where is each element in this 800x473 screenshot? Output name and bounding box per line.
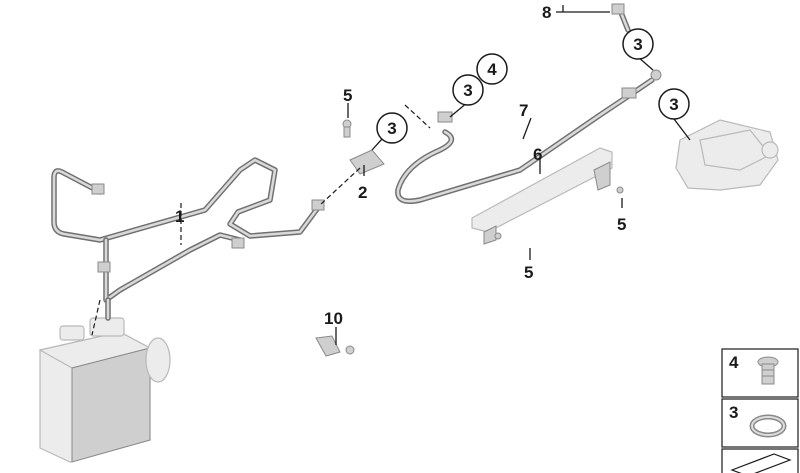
screw-icon: [757, 356, 779, 385]
brake-hose-part-7: [395, 69, 662, 204]
svg-text:3: 3: [633, 35, 642, 54]
arrow-sign-icon: [730, 453, 792, 473]
callout-4: 4: [476, 53, 508, 85]
hose-bracket-part-6: [471, 147, 624, 245]
callout-3-right: 3: [658, 88, 690, 120]
label-part-8: 8: [542, 3, 551, 22]
label-part-5-right: 5: [617, 215, 626, 234]
svg-text:4: 4: [487, 60, 497, 79]
callout-3-top-right: 3: [622, 28, 654, 60]
top-fitting: [611, 3, 631, 33]
brake-caliper: [675, 119, 779, 191]
svg-text:3: 3: [669, 95, 678, 114]
legend-item-4-label: 4: [729, 353, 739, 372]
callout-circles: 3 3 4 3 3: [376, 28, 690, 144]
sealing-ring-icon: [749, 414, 787, 438]
legend-panel: 4 3: [721, 348, 799, 473]
abs-hydraulic-unit: [38, 317, 171, 463]
label-part-5-bottom: 5: [524, 263, 533, 282]
label-part-2: 2: [358, 183, 367, 202]
callout-3-center: 3: [376, 112, 408, 144]
brake-pipes: [51, 157, 325, 321]
clip-part-10: [315, 335, 355, 357]
legend-item-3-label: 3: [729, 403, 738, 422]
legend-item-4-box: [721, 348, 799, 398]
label-part-7: 7: [519, 101, 528, 120]
callout-3-upper: 3: [452, 74, 484, 106]
label-part-6: 6: [533, 145, 542, 164]
label-part-10: 10: [324, 309, 343, 328]
svg-text:3: 3: [387, 119, 396, 138]
label-part-5-top: 5: [343, 86, 352, 105]
part-number-labels: 1 2 5 5 5 6 7 8 10: [175, 3, 626, 328]
label-part-1: 1: [175, 207, 184, 226]
bracket-part-2: [342, 119, 385, 175]
svg-text:3: 3: [463, 81, 472, 100]
